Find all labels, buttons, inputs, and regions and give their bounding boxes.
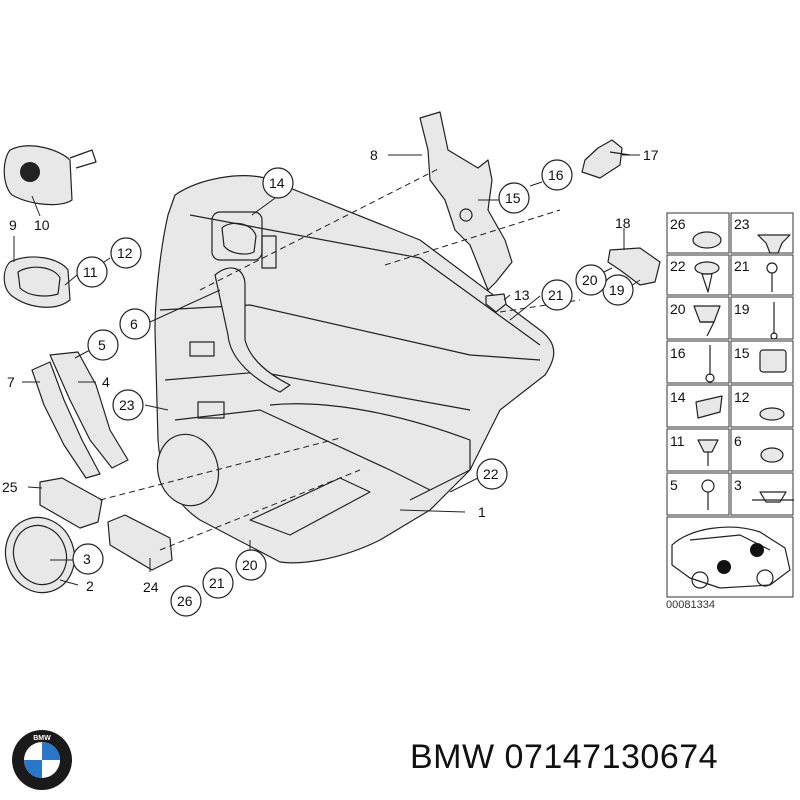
- callout-label: 23: [119, 397, 135, 413]
- callout-label: 4: [102, 374, 110, 390]
- callout-label: 17: [643, 147, 659, 163]
- callout-label: 8: [370, 147, 378, 163]
- callout-label: 18: [615, 215, 631, 231]
- callout-label: 22: [483, 466, 499, 482]
- callout-label: 21: [209, 575, 225, 591]
- callout-label: 19: [609, 282, 625, 298]
- legend-label: 3: [734, 477, 742, 493]
- assembly-line: [99, 437, 341, 501]
- assembly-line: [384, 209, 561, 266]
- cover-25: [39, 477, 103, 529]
- legend-label: 15: [734, 345, 750, 361]
- callout-label: 10: [34, 217, 50, 233]
- brand-name: BMW: [410, 738, 495, 776]
- callout-label: 15: [505, 190, 521, 206]
- callout-label: 13: [514, 287, 530, 303]
- callout-label: 12: [117, 245, 133, 261]
- fastener-legend: 26 23 22 21 20 19 16 15 14 12 11 6 5 3: [666, 212, 794, 598]
- callout-label: 24: [143, 579, 159, 595]
- assembly-line: [499, 299, 581, 313]
- logo-letters: BMW: [33, 735, 51, 742]
- drawing-number: 00081334: [666, 599, 715, 611]
- callout-label: 7: [7, 374, 15, 390]
- callout-label: 21: [548, 287, 564, 303]
- legend-label: 16: [670, 345, 686, 361]
- legend-label: 14: [670, 389, 686, 405]
- callout-label: 16: [548, 167, 564, 183]
- callout-label: 11: [83, 264, 98, 280]
- pocket-24: [107, 514, 173, 571]
- legend-label: 26: [670, 216, 686, 232]
- clip-13: [485, 293, 507, 313]
- callout-label: 20: [242, 557, 258, 573]
- speaker-grille-2: [4, 516, 76, 594]
- door-handle-10: [3, 145, 97, 206]
- callouts: 1 2 3 4 5 6 7 8 9 10 11 12 13 14 15 16 1…: [2, 147, 659, 617]
- bracket-8: [419, 111, 513, 291]
- legend-label: 19: [734, 301, 750, 317]
- assembly-line: [159, 469, 361, 551]
- bmw-logo-icon: BMW: [12, 730, 72, 790]
- callout-label: 25: [2, 479, 18, 495]
- legend-label: 20: [670, 301, 686, 317]
- speaker-grille-23: [156, 433, 220, 507]
- legend-label: 5: [670, 477, 678, 493]
- callout-label: 9: [9, 217, 17, 233]
- callout-label: 1: [478, 504, 486, 520]
- door-pull-9-11: [3, 256, 71, 308]
- bracket-16-17: [581, 139, 631, 179]
- callout-label: 3: [83, 551, 91, 567]
- legend-label: 23: [734, 216, 750, 232]
- legend-label: 11: [670, 433, 685, 449]
- callout-label: 6: [130, 316, 138, 332]
- callout-label: 20: [582, 272, 598, 288]
- callout-label: 2: [86, 578, 94, 594]
- trim-strip-4-5-7: [31, 351, 129, 479]
- vehicle-location-sketch: [671, 526, 791, 589]
- legend-label: 12: [734, 389, 750, 405]
- legend-label: 6: [734, 433, 742, 449]
- legend-label: 21: [734, 258, 750, 274]
- part-caption: BMW 07147130674: [410, 738, 718, 777]
- bracket-18-19-20: [607, 247, 661, 286]
- callout-label: 26: [177, 593, 193, 609]
- assembly-line: [199, 167, 441, 291]
- callout-label: 14: [269, 175, 285, 191]
- legend-label: 22: [670, 258, 686, 274]
- armrest-handle: [214, 267, 291, 393]
- callout-label: 5: [98, 337, 106, 353]
- part-number: 07147130674: [504, 738, 719, 776]
